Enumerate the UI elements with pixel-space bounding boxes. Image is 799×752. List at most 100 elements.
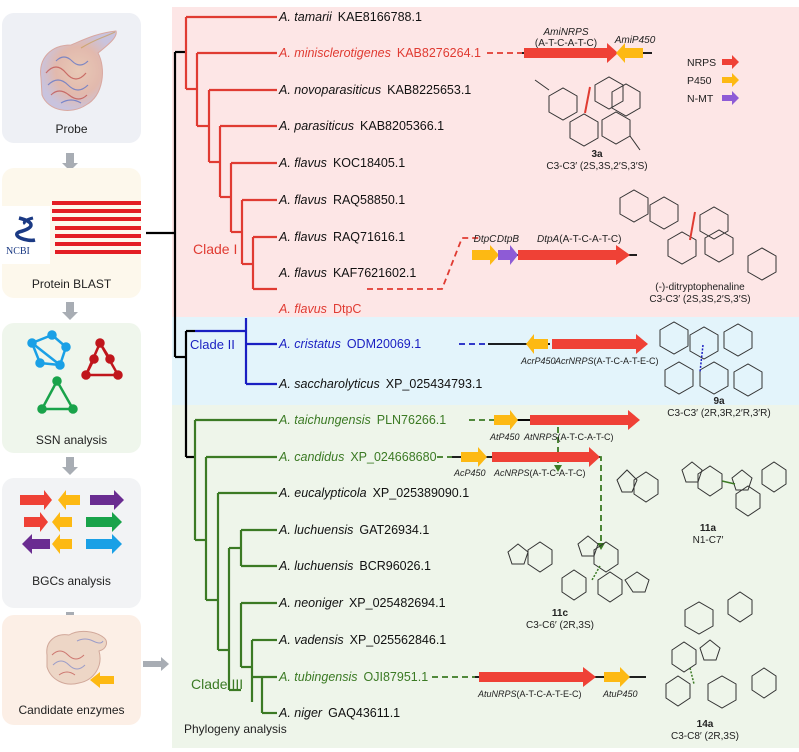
species-name: A. taichungensis — [278, 413, 371, 427]
clade-ii-background — [172, 317, 799, 405]
gene-label: AtNRPS(A-T-C-A-T-C) — [523, 432, 614, 442]
species-name: A. vadensis — [278, 633, 344, 647]
taxon-label: A. cristatus ODM20069.1 — [278, 337, 421, 351]
compound-id: 11c — [552, 608, 569, 619]
taxon-label: A. vadensis XP_025562846.1 — [278, 633, 446, 647]
accession-id: XP_025389090.1 — [373, 486, 470, 500]
taxon-label: A. minisclerotigenes KAB8276264.1 — [278, 46, 481, 60]
legend-label: P450 — [687, 75, 712, 87]
clade-ii-branches — [195, 318, 277, 386]
clade-label: Clade III — [191, 676, 243, 692]
compound-14a-structure — [665, 591, 777, 709]
blast-hits-icon — [52, 201, 141, 254]
taxon-label: A. saccharolyticus XP_025434793.1 — [278, 377, 482, 391]
species-name: A. luchuensis — [278, 559, 353, 573]
workflow-step-label: Candidate enzymes — [18, 703, 125, 717]
gene-cluster-atu: AtuNRPS(A-T-C-A-T-E-C) AtuP450 — [475, 667, 646, 699]
gene-label: DtpB — [497, 234, 520, 245]
species-name: A. niger — [278, 706, 323, 720]
clade-iii-subtree — [260, 677, 277, 715]
gene-label: AtuNRPS(A-T-C-A-T-E-C) — [477, 689, 582, 699]
species-name: A. saccharolyticus — [278, 377, 380, 391]
accession-id: OJI87951.1 — [364, 670, 429, 684]
workflow-step-probe: Probe — [2, 13, 141, 143]
compound-linkage: C3-C8′ (2R,3S) — [671, 731, 739, 742]
compound-3a-structure — [534, 76, 641, 151]
workflow-step-candidate-enzymes: Candidate enzymes — [2, 615, 141, 725]
species-name: A. flavus — [278, 266, 327, 280]
accession-id: XP_024668680 — [350, 450, 436, 464]
accession-id: ODM20069.1 — [347, 337, 421, 351]
protein-structure-icon — [40, 30, 117, 111]
gene-label: AtP450 — [489, 432, 520, 442]
clade-label: Clade II — [190, 337, 235, 352]
species-name: A. minisclerotigenes — [278, 46, 391, 60]
gene-label: AtuP450 — [602, 689, 638, 699]
workflow-step-label: Protein BLAST — [31, 277, 112, 291]
species-name: A. cristatus — [278, 337, 341, 351]
accession-id: RAQ58850.1 — [333, 193, 405, 207]
compound-id: 14a — [697, 719, 714, 730]
taxon-label: A. flavus DtpC — [278, 302, 361, 316]
compound-id: 11a — [700, 523, 717, 534]
species-name: A. luchuensis — [278, 523, 353, 537]
accession-id: KAB8276264.1 — [397, 46, 481, 60]
accession-id: GAT26934.1 — [359, 523, 429, 537]
taxon-label: A. flavus RAQ58850.1 — [278, 193, 405, 207]
accession-id: KAE8166788.1 — [338, 10, 422, 24]
gene-label: DtpA(A-T-C-A-T-C) — [537, 234, 621, 245]
workflow-step-protein-blast: NCBI Protein BLAST — [2, 168, 141, 298]
gene-cluster-ami: AmiNRPS (A-T-C-A-T-C) AmiP450 — [522, 27, 656, 63]
legend-arrow-icon — [722, 55, 739, 69]
gene-label: AmiNRPS — [542, 27, 588, 38]
gene-cluster-acr: AcrP450 AcrNRPS(A-T-C-A-T-E-C) — [488, 334, 659, 366]
accession-id: KAB8205366.1 — [360, 119, 444, 133]
species-name: A. flavus — [278, 193, 327, 207]
compound-id: (-)-ditryptophenaline — [655, 282, 745, 293]
gene-label: AcrNRPS(A-T-C-A-T-E-C) — [554, 356, 659, 366]
species-name: A. tamarii — [278, 10, 333, 24]
clade-label: Clade I — [193, 241, 237, 257]
accession-id: KAB8225653.1 — [387, 83, 471, 97]
workflow-step-label: SSN analysis — [35, 433, 108, 447]
ncbi-logo: NCBI — [2, 206, 50, 264]
p450-arrow-icon — [90, 672, 114, 688]
accession-id: PLN76266.1 — [377, 413, 447, 427]
compound-11a-structure — [616, 461, 787, 517]
accession-id: XP_025434793.1 — [386, 377, 483, 391]
compound-linkage: N1-C7′ — [693, 535, 724, 546]
accession-id: DtpC — [333, 302, 361, 316]
compound-linkage: C3-C3′ (2S,3S,2′S,3′S) — [649, 294, 750, 305]
compound-11c-structure — [507, 535, 650, 603]
taxon-label: A. luchuensis GAT26934.1 — [278, 523, 429, 537]
species-name: A. flavus — [278, 302, 327, 316]
gene-cluster-ac: AcP450 AcNRPS(A-T-C-A-T-C) — [452, 447, 600, 478]
arrowhead-icon — [597, 543, 605, 550]
gene-label: AcP450 — [453, 468, 486, 478]
accession-id: XP_025562846.1 — [350, 633, 447, 647]
compound-linkage: C3-C3′ (2S,3S,2′S,3′S) — [546, 161, 647, 172]
network-graph-icon — [27, 330, 123, 414]
ncbi-logo-text: NCBI — [6, 246, 30, 257]
species-name: A. flavus — [278, 156, 327, 170]
gene-label: AcNRPS(A-T-C-A-T-C) — [493, 468, 586, 478]
taxon-label: A. luchuensis BCR96026.1 — [278, 559, 431, 573]
workflow-step-ssn-analysis: SSN analysis — [2, 323, 141, 453]
legend-label: N-MT — [687, 93, 714, 105]
clade-i-branches — [184, 15, 277, 291]
legend-label: NRPS — [687, 57, 716, 69]
legend-arrow-icon — [722, 91, 739, 105]
accession-id: BCR96026.1 — [359, 559, 431, 573]
taxon-label: A. taichungensis PLN76266.1 — [278, 413, 446, 427]
clade-iii-branches — [193, 418, 277, 702]
tree-root-branches — [146, 50, 195, 459]
